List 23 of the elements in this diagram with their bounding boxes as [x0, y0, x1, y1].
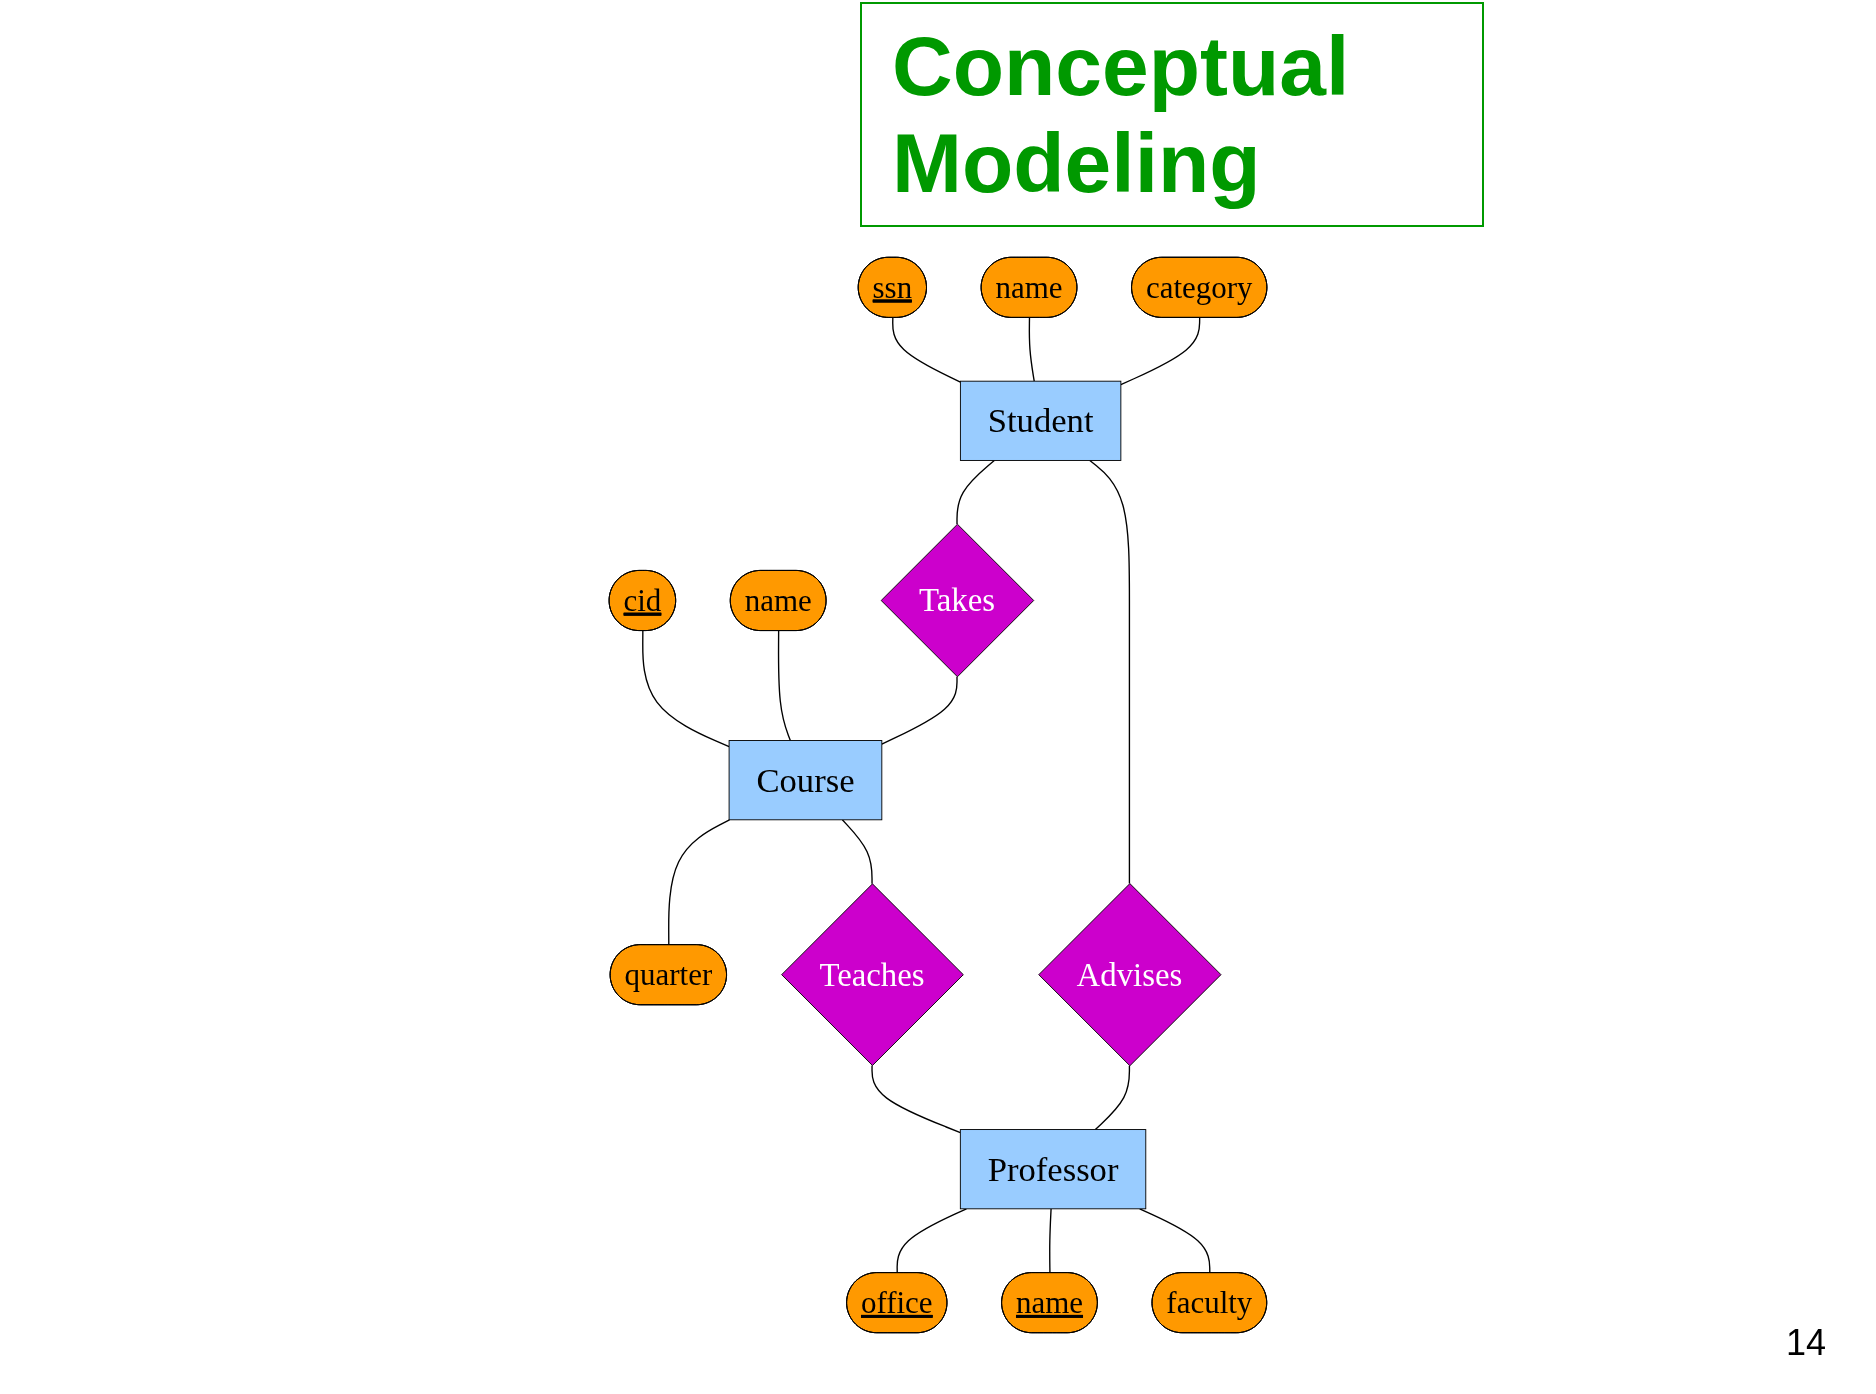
connector	[777, 630, 792, 742]
connector	[1120, 317, 1201, 386]
connector	[956, 459, 995, 525]
connector	[841, 819, 873, 885]
connector	[1094, 1065, 1131, 1131]
node-box: Course	[728, 740, 883, 821]
title: Conceptual Modeling	[860, 2, 1484, 228]
connector	[1049, 1208, 1052, 1274]
connector	[881, 676, 958, 745]
node-diamond: Takes	[880, 523, 1035, 678]
connector	[642, 630, 730, 748]
connector	[896, 1208, 968, 1274]
node-diamond: Teaches	[781, 883, 964, 1066]
connector	[1089, 459, 1131, 885]
connector	[871, 1064, 962, 1134]
node-box: Student	[959, 380, 1122, 461]
node-diamond: Advises	[1038, 883, 1222, 1067]
page-number: 14	[1785, 1322, 1826, 1364]
connector	[1139, 1208, 1211, 1274]
node-box: Professor	[959, 1129, 1147, 1210]
connector	[892, 317, 962, 383]
connector	[1028, 317, 1035, 382]
connector	[668, 819, 731, 946]
